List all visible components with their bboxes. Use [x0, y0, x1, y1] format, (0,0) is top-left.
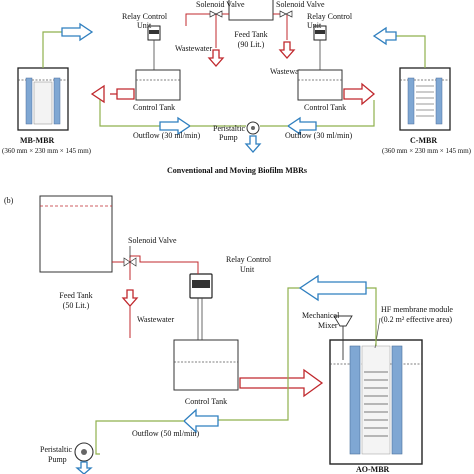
- mechanical-mixer-label-1: Mechanical: [302, 311, 340, 320]
- relay-b-feed-line: [178, 261, 199, 274]
- mb-mbr-dims: (360 mm × 230 mm × 145 mm): [2, 147, 92, 155]
- c-mbr-reactor: [399, 67, 451, 131]
- solenoid-valve-b-icon: [123, 257, 137, 267]
- solenoid-valve-right-label: Solenoid Valve: [276, 0, 325, 9]
- peristaltic-b-label-1: Peristaltic: [40, 445, 72, 454]
- peristaltic-pump-a-rotor: [251, 126, 255, 130]
- mb-mbr-membrane-left: [25, 77, 33, 125]
- feed-tank-a-label: Feed Tank: [234, 30, 267, 39]
- relay-right-label-1: Relay Control: [307, 12, 353, 21]
- wastewater-arrow-left: [207, 49, 225, 67]
- permeate-pipe-top-right: [396, 35, 426, 68]
- solenoid-valve-left-icon: [209, 10, 223, 18]
- ao-mbr-label: AO-MBR: [356, 465, 390, 474]
- wastewater-arrow-b: [121, 289, 139, 307]
- outflow-left-label: Outflow (30 ml/min): [133, 131, 200, 140]
- mb-mbr-membrane-right: [53, 77, 61, 125]
- inflow-arrow-left-head: [90, 84, 105, 104]
- outflow-arrow-b: [183, 408, 219, 434]
- solenoid-valve-right-icon: [279, 10, 293, 18]
- panel-b-label: (b): [4, 196, 14, 205]
- hf-membrane-module: [361, 345, 391, 455]
- ao-mbr-membrane-right: [391, 345, 403, 455]
- peristaltic-b-label-2: Pump: [48, 455, 67, 464]
- relay-unit-right-display: [315, 30, 325, 34]
- control-tank-right: [297, 69, 343, 101]
- wastewater-b-label: Wastewater: [137, 315, 174, 324]
- outflow-pipe-left: [99, 100, 160, 127]
- hf-module-label-1: HF membrane module: [381, 305, 453, 314]
- feed-tank-b-volume: (50 Lit.): [63, 301, 90, 310]
- c-mbr-membrane-left: [407, 77, 415, 125]
- control-tank-left: [135, 69, 181, 101]
- wastewater-left-label: Wastewater: [175, 44, 212, 53]
- panel-b: (b) Feed Tank (50 Lit.) Solenoid Valve R…: [4, 195, 453, 474]
- outflow-pipe-b: [95, 420, 184, 455]
- solenoid-valve-b-label: Solenoid Valve: [128, 236, 177, 245]
- mechanical-mixer-label-2: Mixer: [318, 321, 338, 330]
- solenoid-valve-left-label: Solenoid Valve: [196, 0, 245, 9]
- ao-mbr-membrane-left: [349, 345, 361, 455]
- permeate-pipe-b-top: [218, 287, 377, 421]
- c-mbr-label: C-MBR: [410, 136, 437, 145]
- peristaltic-pump-b-rotor: [81, 449, 87, 455]
- peristaltic-a-label-2: Pump: [219, 133, 238, 142]
- panel-a-caption: Conventional and Moving Biofilm MBRs: [167, 166, 307, 175]
- relay-right-label-2: Unit: [307, 21, 322, 30]
- c-mbr-membrane-right: [435, 77, 443, 125]
- inflow-arrow-left: [110, 88, 135, 100]
- permeate-arrow-top-left: [61, 22, 94, 42]
- permeate-pipe-top-left: [42, 31, 62, 68]
- panel-a: Feed Tank (90 Lit.) Solenoid Valve Solen…: [2, 0, 472, 175]
- permeate-arrow-b-top: [298, 274, 367, 302]
- outflow-b-label: Outflow (50 ml/min): [132, 429, 199, 438]
- feed-pipe-left: [185, 13, 229, 48]
- inflow-arrow-right: [343, 82, 376, 106]
- wastewater-arrow-right: [278, 41, 296, 59]
- hf-module-label-2: (0.2 m² effective area): [381, 315, 452, 324]
- peristaltic-a-label-1: Peristaltic: [213, 124, 245, 133]
- permeate-arrow-top-right: [372, 26, 397, 46]
- pump-b-discharge-arrow: [75, 461, 93, 474]
- mechanical-mixer-icon: [333, 315, 353, 327]
- outflow-pipe-right: [316, 100, 375, 127]
- ao-mbr-coil: [364, 371, 388, 437]
- feed-tank-b-label: Feed Tank: [59, 291, 92, 300]
- control-tank-right-label: Control Tank: [304, 103, 346, 112]
- control-tank-b-label: Control Tank: [185, 397, 227, 406]
- feed-pipe-right: [273, 13, 288, 40]
- relay-unit-left-display: [149, 30, 159, 34]
- relay-left-label-2: Unit: [137, 21, 152, 30]
- outflow-right-label: Outflow (30 ml/min): [285, 131, 352, 140]
- c-mbr-dims: (360 mm × 230 mm × 145 mm): [382, 147, 472, 155]
- pump-a-discharge-arrow: [244, 135, 262, 153]
- relay-b-label-2: Unit: [240, 265, 255, 274]
- outflow-arrow-right: [286, 116, 317, 136]
- relay-unit-b-display: [192, 280, 210, 288]
- inflow-arrow-b: [239, 368, 324, 398]
- outflow-arrow-left: [159, 116, 192, 136]
- wastewater-right-label: Wastewater: [270, 67, 307, 76]
- relay-b-label-1: Relay Control: [226, 255, 272, 264]
- c-mbr-coil: [416, 85, 434, 117]
- control-tank-left-label: Control Tank: [133, 103, 175, 112]
- control-tank-b: [173, 339, 239, 391]
- feed-tank-a: [228, 0, 274, 21]
- mb-mbr-label: MB-MBR: [20, 136, 54, 145]
- feed-tank-b: [39, 195, 113, 273]
- feed-tank-a-volume: (90 Lit.): [238, 40, 265, 49]
- feed-pipe-b: [112, 255, 178, 280]
- mb-mbr-media: [33, 81, 53, 125]
- relay-left-label-1: Relay Control: [122, 12, 168, 21]
